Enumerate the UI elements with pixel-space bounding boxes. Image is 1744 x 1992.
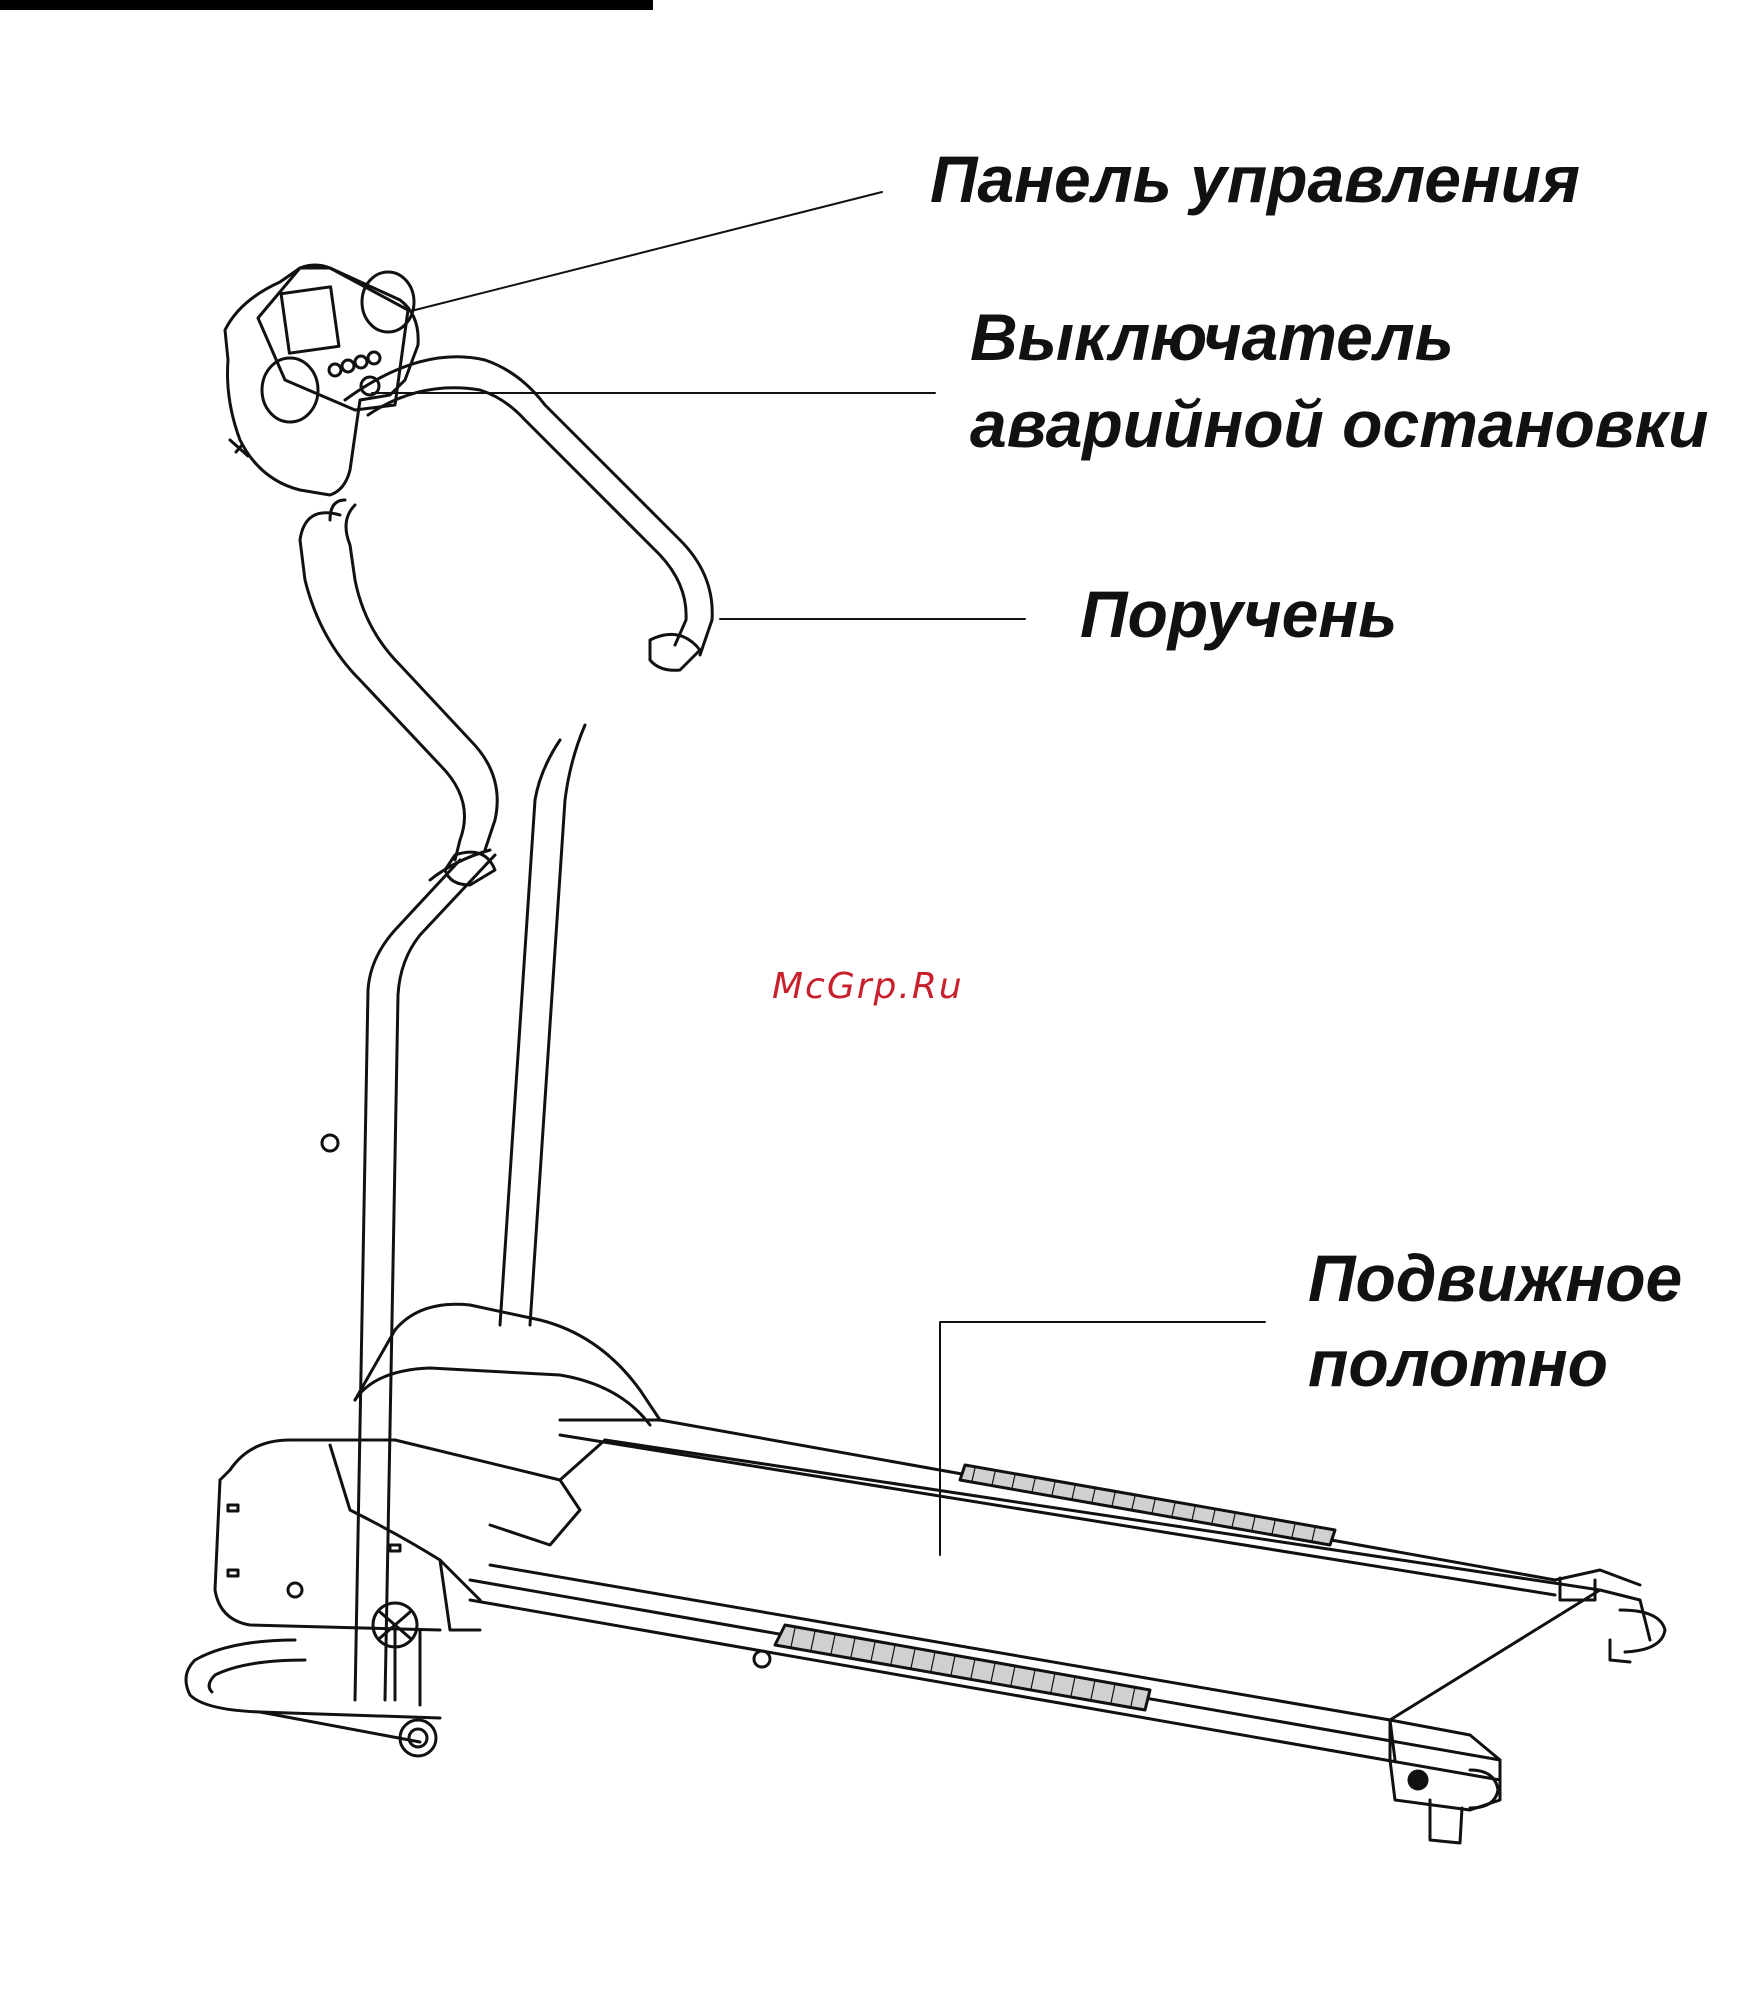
watermark: McGrp.Ru [772,966,964,1007]
running-deck [470,1420,1650,1780]
label-belt-line2: полотно [1308,1322,1608,1404]
uprights [288,725,585,1700]
label-handrail: Поручень [1080,573,1397,655]
motor-hood [215,1304,660,1630]
label-belt-line1: Подвижное [1308,1237,1682,1319]
control-panel-console [225,265,418,495]
side-rails [754,1465,1335,1710]
label-control-panel: Панель управления [930,138,1580,220]
rear-end-cap [1390,1578,1665,1843]
handrail [300,357,712,885]
leader-line-control-panel [415,192,882,310]
label-emergency-stop-line1: Выключатель [970,296,1454,378]
label-emergency-stop-line2: аварийной остановки [970,383,1708,465]
